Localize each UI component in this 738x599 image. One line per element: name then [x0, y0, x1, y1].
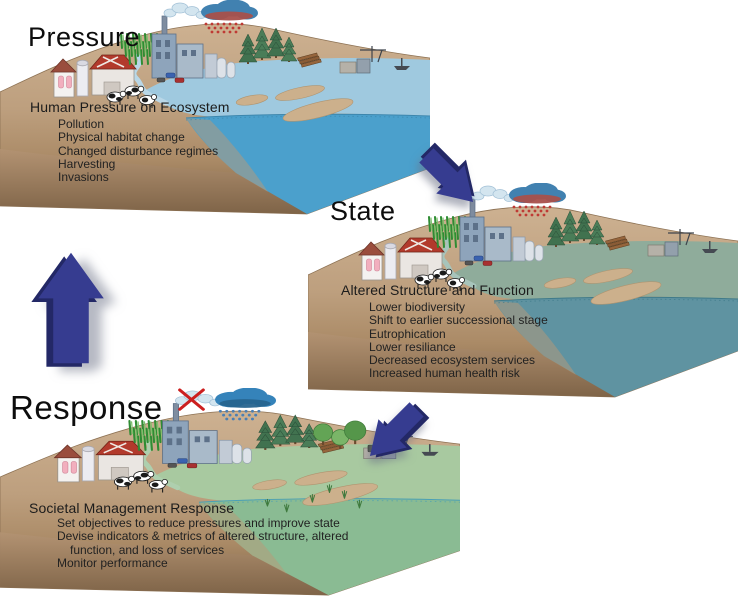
arrow-state-to-response: [355, 393, 437, 474]
response-header: Societal Management Response: [29, 500, 235, 516]
list-item: Shift to earlier successional stage: [369, 313, 548, 328]
list-item: Harvesting: [58, 156, 116, 171]
response-item-list: Set objectives to reduce pressures and i…: [57, 516, 349, 570]
list-item: Monitor performance: [57, 555, 168, 570]
list-item: Lower resiliance: [369, 339, 456, 354]
seagrass-icon: [264, 484, 363, 513]
list-item: Changed disturbance regimes: [58, 143, 219, 158]
pressure-header: Human Pressure on Ecosystem: [30, 99, 230, 115]
state-title: State: [330, 196, 396, 226]
no-emissions-x-icon: [178, 388, 205, 411]
list-item: Invasions: [58, 170, 109, 185]
list-item: Set objectives to reduce pressures and i…: [57, 516, 340, 530]
pressure-panel: Pressure Human Pressure on Ecosystem Pol…: [0, 0, 430, 218]
list-item: Pollution: [58, 117, 105, 131]
list-item: Lower biodiversity: [369, 300, 466, 314]
list-item: function, and loss of services: [70, 542, 225, 557]
response-title: Response: [10, 389, 163, 426]
list-item: Devise indicators & metrics of altered s…: [57, 529, 349, 544]
arrow-pressure-to-state: [410, 136, 491, 217]
pressure-title: Pressure: [28, 22, 141, 52]
arrow-response-to-pressure: [31, 252, 104, 367]
list-item: Eutrophication: [369, 326, 446, 341]
state-header: Altered Structure and Function: [341, 282, 534, 298]
list-item: Increased human health risk: [369, 366, 520, 381]
state-panel: State Altered Structure and Function Low…: [308, 183, 738, 401]
list-item: Physical habitat change: [58, 130, 185, 145]
list-item: Decreased ecosystem services: [369, 353, 536, 368]
deciduous-trees-icon: [313, 420, 367, 449]
